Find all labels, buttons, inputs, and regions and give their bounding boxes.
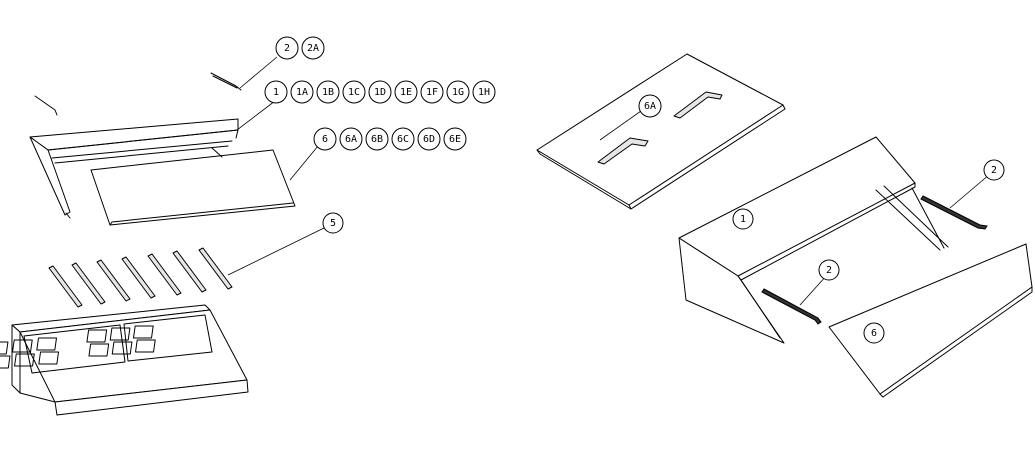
- callout-label: 2: [826, 265, 832, 276]
- callout-group-6-0: 6: [313, 127, 337, 151]
- callout-label: 6A: [644, 101, 656, 112]
- callout-right-2-mid-0: 2: [818, 259, 840, 281]
- callout-label: 5: [330, 218, 336, 229]
- callout-label: 2: [991, 165, 997, 176]
- callout-group-6-2: 6B: [365, 127, 389, 151]
- leader-1: [236, 100, 276, 131]
- callout-group-1-6: 1F: [420, 80, 444, 104]
- callout-label: 6A: [345, 134, 357, 145]
- leader-2-top: [949, 173, 991, 209]
- leader-2: [239, 56, 278, 89]
- leader-5: [227, 227, 325, 276]
- callout-right-6-0: 6: [863, 322, 885, 344]
- callout-group-1-1: 1A: [290, 80, 314, 104]
- callout-label: 1B: [322, 87, 334, 98]
- callout-group-1-4: 1D: [368, 80, 392, 104]
- pin-part-2: [210, 72, 242, 91]
- callout-label: 6C: [397, 134, 409, 145]
- rod-part-2-top: [920, 195, 988, 230]
- callout-group-1-5: 1E: [394, 80, 418, 104]
- callout-label: 2A: [307, 43, 319, 54]
- callout-group-1-2: 1B: [316, 80, 340, 104]
- hood-part-1-right: [678, 136, 949, 344]
- hood-part-1-left: [29, 118, 239, 219]
- callout-label: 6: [871, 328, 877, 339]
- callout-label: 1G: [452, 87, 464, 98]
- glass-panel-part-6-left: [90, 147, 296, 226]
- callout-label: 1F: [426, 87, 438, 98]
- callout-label: 1: [273, 87, 279, 98]
- leader-6: [289, 145, 319, 181]
- callout-group-2-0: 2: [275, 36, 299, 60]
- divider-bars-part-5: [48, 247, 233, 308]
- callout-group-1-7: 1G: [446, 80, 470, 104]
- callout-label: 6: [322, 134, 328, 145]
- callout-group-1-0: 1: [264, 80, 288, 104]
- callout-group-6-5: 6E: [443, 127, 467, 151]
- callout-label: 1C: [348, 87, 360, 98]
- callout-right-2-top-0: 2: [983, 159, 1005, 181]
- callout-label: 2: [284, 43, 290, 54]
- cover-part-6A: [536, 53, 786, 210]
- callout-label: 6D: [423, 134, 435, 145]
- callout-group-2-1: 2A: [301, 36, 325, 60]
- callout-layer: 2 2A 1 1A 1B 1C 1D 1E 1F 1G 1H 6 6A 6B 6C 6D 6E 5 6A 1 2 2 6: [264, 36, 1005, 344]
- pin-left-small: [34, 95, 58, 116]
- callout-label: 1: [740, 214, 746, 225]
- callout-label: 1H: [478, 87, 490, 98]
- callout-label: 6E: [449, 134, 461, 145]
- leader-2-mid: [799, 274, 828, 306]
- callout-label: 1D: [374, 87, 386, 98]
- callout-label: 1E: [400, 87, 412, 98]
- callout-group-1-3: 1C: [342, 80, 366, 104]
- callout-label: 1A: [296, 87, 308, 98]
- callout-group-6-4: 6D: [417, 127, 441, 151]
- callout-group-6-1: 6A: [339, 127, 363, 151]
- food-well-base: [0, 304, 249, 416]
- glass-panel-part-6-right: [828, 243, 1033, 398]
- callout-group-6-3: 6C: [391, 127, 415, 151]
- callout-group-5-0: 5: [322, 212, 344, 234]
- callout-label: 6B: [371, 134, 383, 145]
- callout-right-6A-0: 6A: [638, 94, 662, 118]
- callout-right-1-0: 1: [732, 208, 754, 230]
- rod-part-2-mid: [761, 288, 822, 325]
- callout-group-1-8: 1H: [472, 80, 496, 104]
